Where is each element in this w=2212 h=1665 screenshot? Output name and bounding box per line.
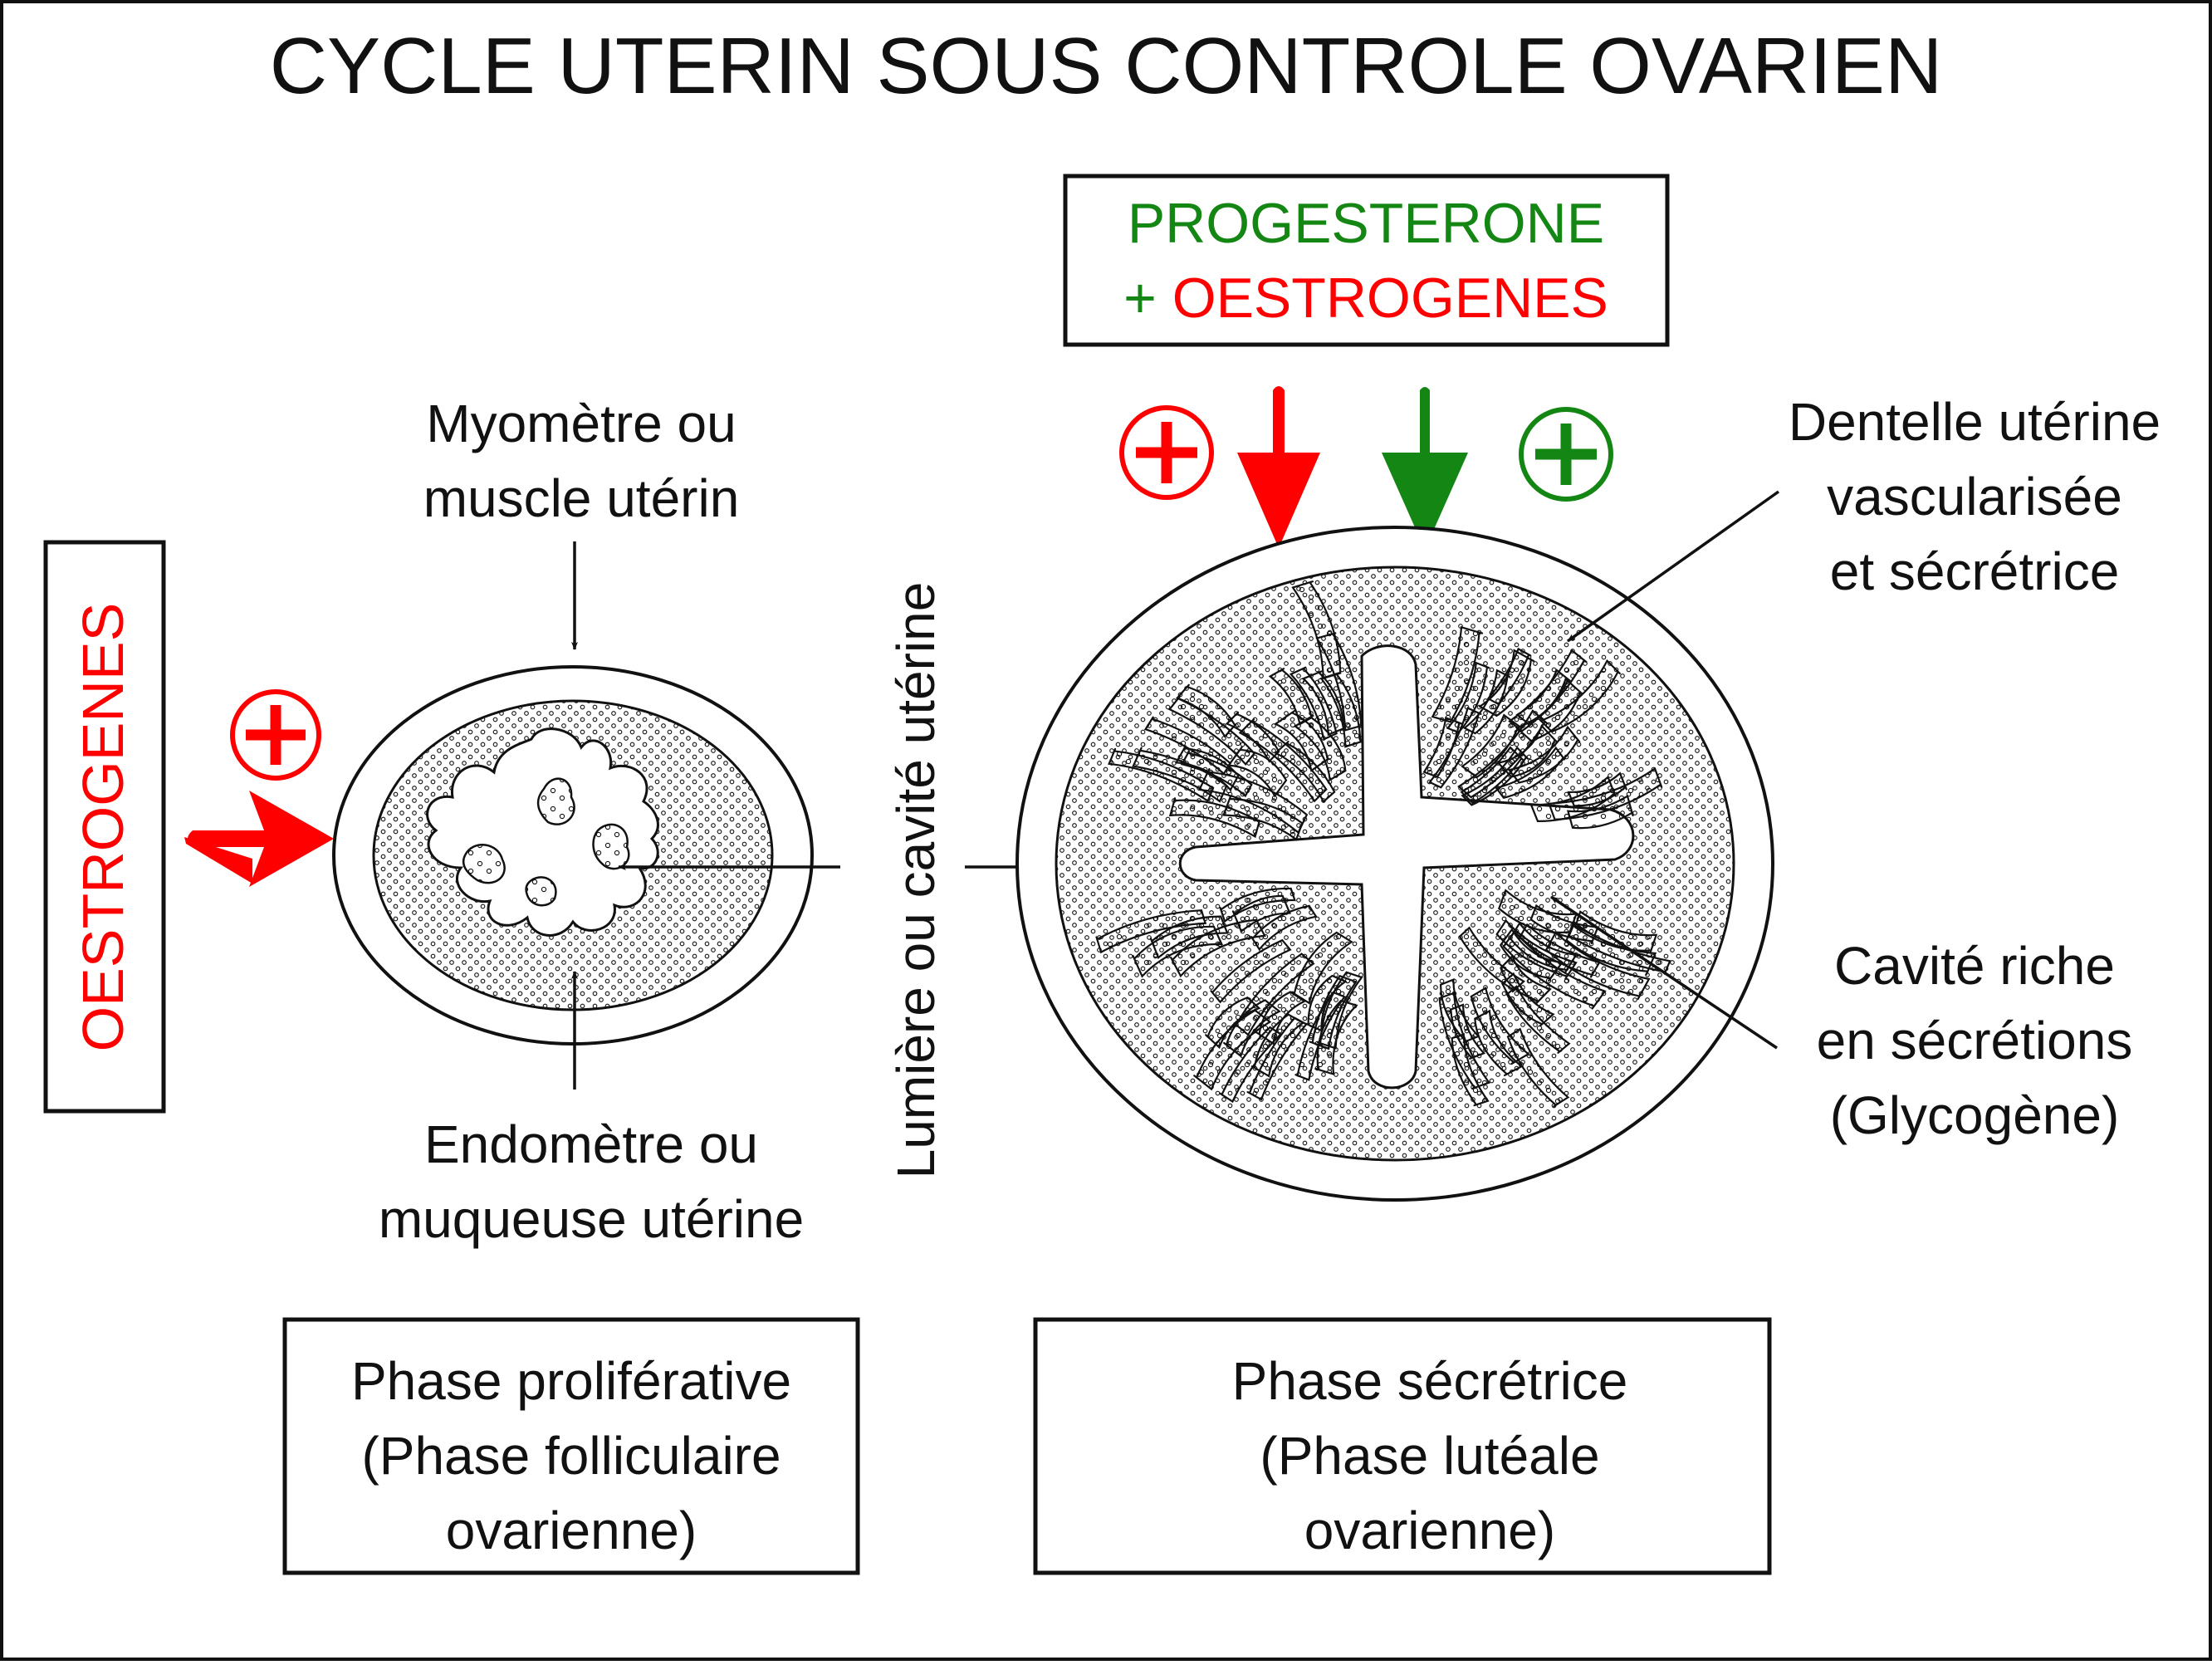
myometrium-label-line1: Myomètre ou — [426, 394, 736, 453]
lace-pointer-arrow — [1566, 490, 1780, 643]
lumen-label: Lumière ou cavité utérine — [886, 582, 946, 1179]
gland-87 — [1210, 938, 1292, 1004]
phase2-line3: ovarienne) — [1304, 1501, 1555, 1560]
gland-30 — [1422, 717, 1463, 778]
gland-63 — [1495, 918, 1578, 980]
cavity-label-line2: en sécrétions — [1817, 1011, 2133, 1070]
gland-65 — [1500, 954, 1552, 1005]
gland-39 — [1566, 794, 1634, 830]
gland-79 — [1246, 1016, 1309, 1101]
gland-18 — [1168, 797, 1260, 839]
oestrogen-label: OESTROGENES — [71, 603, 135, 1052]
gland-52 — [1565, 920, 1657, 976]
lace-label-line2: vascularisée — [1827, 467, 2122, 526]
gland-27 — [1446, 661, 1490, 734]
plus-circle-green-icon — [1519, 407, 1613, 502]
oestrogen-down-arrow — [1237, 386, 1320, 548]
phase-box-secretory: Phase sécrétrice (Phase lutéale ovarienn… — [1033, 1317, 1772, 1575]
gland-10 — [1268, 668, 1313, 726]
phase-box-proliferative: Phase proliférative (Phase folliculaire … — [282, 1317, 860, 1575]
gland-57 — [1470, 987, 1530, 1065]
cavity-label-line1: Cavité riche — [1834, 936, 2115, 996]
gland-73 — [1219, 887, 1296, 923]
gland-23 — [1431, 625, 1484, 723]
gland-33 — [1539, 659, 1621, 733]
gland-42 — [1478, 649, 1535, 717]
uterine-lumen-right — [1178, 644, 1635, 1090]
gland-84 — [1095, 909, 1207, 954]
gland-14 — [1293, 714, 1347, 781]
gland-58 — [1497, 889, 1578, 937]
phase2-line1: Phase sécrétrice — [1232, 1351, 1628, 1411]
oestrogen-label-right: OESTROGENES — [1172, 267, 1608, 330]
gland-19 — [1315, 632, 1363, 732]
gland-81 — [1290, 931, 1353, 1005]
gland-43 — [1515, 668, 1571, 725]
oestrogen-stimulation-arrow — [184, 791, 334, 887]
endometrium-label-line2: muqueuse utérine — [379, 1189, 804, 1249]
gland-21 — [1132, 747, 1228, 803]
myometrium-label-line2: muscle utérin — [423, 468, 740, 528]
cavity-label-line3: (Glycogène) — [1830, 1085, 2120, 1145]
gland-13 — [1289, 666, 1338, 741]
gland-38 — [1567, 771, 1627, 807]
progesterone-oestrogen-box: PROGESTERONE + OESTROGENES — [1063, 174, 1670, 347]
lace-label-line1: Dentelle utérine — [1789, 392, 2161, 452]
gland-71 — [1250, 904, 1318, 952]
page-title: CYCLE UTERIN SOUS CONTROLE OVARIEN — [270, 22, 1943, 110]
gland-16 — [1274, 740, 1336, 804]
gland-60 — [1440, 978, 1480, 1044]
gland-50 — [1544, 931, 1651, 1001]
gland-82 — [1314, 999, 1358, 1076]
gland-86 — [1223, 999, 1281, 1058]
gland-41 — [1461, 746, 1529, 806]
uterus-secretory — [1015, 526, 1774, 1202]
gland-64 — [1505, 985, 1571, 1054]
uterus-proliferative — [332, 665, 814, 1046]
phase2-line2: (Phase lutéale — [1260, 1426, 1599, 1486]
plus-prefix: + — [1123, 267, 1172, 330]
plus-circle-red-icon — [1119, 405, 1214, 500]
gland-11 — [1222, 795, 1304, 841]
oestrogen-hormone-box: OESTROGENES — [43, 540, 166, 1114]
phase1-line2: (Phase folliculaire — [361, 1426, 781, 1486]
phase1-line1: Phase proliférative — [351, 1351, 791, 1411]
progesterone-label: PROGESTERONE — [1128, 192, 1604, 255]
gland-83 — [1170, 918, 1266, 978]
phase1-line3: ovarienne) — [446, 1501, 697, 1560]
progesterone-down-arrow — [1382, 387, 1468, 550]
lace-label-line3: et sécrétrice — [1830, 541, 2120, 601]
oestrogen-combined-label: + OESTROGENES — [1123, 267, 1608, 330]
gland-7 — [1180, 750, 1253, 798]
cavity-pointer-arrow — [1550, 895, 1778, 1050]
endometrium-label-line1: Endomètre ou — [424, 1114, 758, 1174]
plus-circle-icon — [230, 689, 321, 781]
gland-17 — [1167, 695, 1255, 766]
secretory-glands — [1095, 580, 1671, 1108]
